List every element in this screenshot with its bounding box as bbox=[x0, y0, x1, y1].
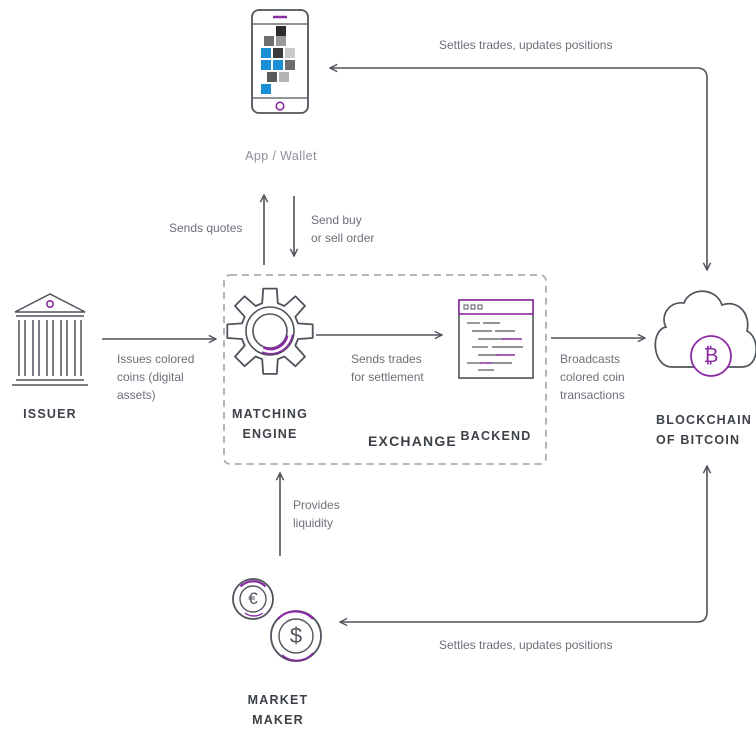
euro-coin-icon bbox=[232, 578, 274, 620]
dollar-coin-icon bbox=[270, 610, 322, 662]
exchange-label: EXCHANGE bbox=[368, 433, 457, 449]
broadcasts-label: Broadcasts colored coin transactions bbox=[560, 352, 625, 402]
arrow-settles-bottom bbox=[340, 466, 707, 622]
phone-icon bbox=[251, 9, 309, 114]
matching-engine-label: MATCHING ENGINE bbox=[231, 407, 309, 441]
cloud-icon bbox=[654, 290, 756, 377]
exchange-boundary bbox=[223, 274, 547, 465]
bitcoin-symbol: ₿ bbox=[703, 345, 719, 367]
bank-icon bbox=[12, 293, 88, 386]
sends-trades-label: Sends trades for settlement bbox=[351, 352, 424, 384]
issues-label: Issues colored coins (digital assets) bbox=[117, 352, 195, 402]
arrow-settles-top bbox=[330, 68, 707, 270]
settles-top-label: Settles trades, updates positions bbox=[439, 38, 613, 52]
market-maker-label: MARKET MAKER bbox=[247, 693, 309, 727]
blockchain-label: BLOCKCHAIN OF BITCOIN bbox=[656, 413, 753, 447]
gear-icon bbox=[226, 287, 314, 375]
sends-quotes-label: Sends quotes bbox=[169, 221, 243, 235]
euro-symbol: € bbox=[248, 589, 258, 608]
provides-label: Provides liquidity bbox=[293, 498, 340, 530]
backend-label: BACKEND bbox=[460, 429, 532, 443]
settles-bottom-label: Settles trades, updates positions bbox=[439, 638, 613, 652]
app-wallet-label: App / Wallet bbox=[245, 149, 317, 163]
backend-window-icon bbox=[458, 299, 534, 379]
send-order-label: Send buy or sell order bbox=[311, 213, 375, 245]
issuer-label: ISSUER bbox=[23, 407, 77, 421]
dollar-symbol: $ bbox=[289, 623, 303, 648]
